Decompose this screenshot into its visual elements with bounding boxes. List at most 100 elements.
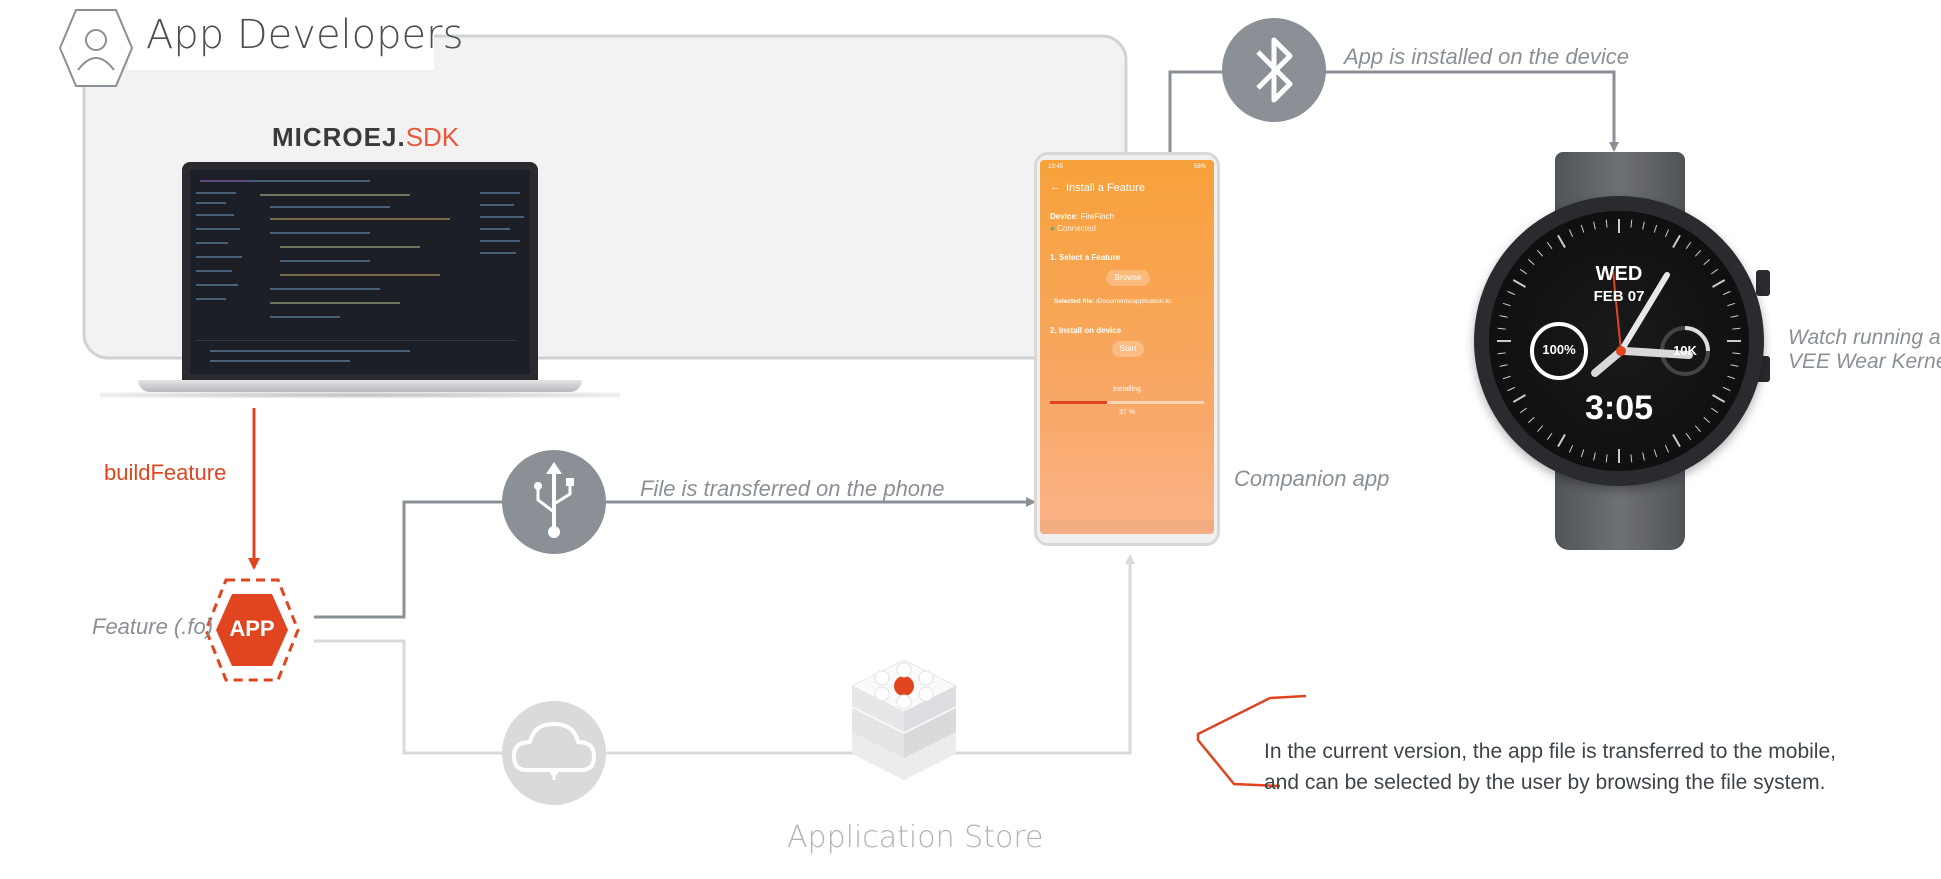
watch-tick xyxy=(1528,416,1535,424)
watch-tick xyxy=(1568,444,1574,453)
watch-tick xyxy=(1642,221,1645,230)
selected-file-path: /Documents/application.fo xyxy=(1095,298,1171,305)
watch-tick xyxy=(1630,454,1633,463)
watch-tick xyxy=(1694,250,1702,257)
connected-dot-icon: ● xyxy=(1050,224,1055,233)
step1-heading: 1. Select a Feature xyxy=(1050,253,1121,262)
watch-label-line1: Watch running a xyxy=(1788,326,1941,349)
device-name: FireFinch xyxy=(1080,212,1115,221)
watch-face: WED FEB 07 100% 10K 3:05 xyxy=(1489,211,1749,471)
file-transfer-label: File is transferred on the phone xyxy=(640,476,945,501)
laptop-shadow xyxy=(100,392,620,398)
app-installed-label: App is installed on the device xyxy=(1344,44,1629,69)
companion-app-label: Companion app xyxy=(1234,466,1390,491)
watch-tick xyxy=(1703,258,1710,266)
watch-tick xyxy=(1497,327,1506,330)
cloud-icon xyxy=(502,701,606,805)
watch-tick xyxy=(1730,364,1739,367)
watch-tick xyxy=(1520,407,1528,414)
bluetooth-connector xyxy=(1168,70,1619,152)
watch-tick xyxy=(1520,268,1528,275)
watch-day: WED xyxy=(1595,263,1643,285)
usb-icon xyxy=(502,450,606,554)
watch-time: 3:05 xyxy=(1584,389,1654,427)
watch-ticks xyxy=(1497,219,1741,463)
phone-screen: 10:45 58% ← Install a Feature Device: Fi… xyxy=(1040,160,1214,534)
watch-tick xyxy=(1502,302,1511,307)
watch-tick xyxy=(1685,432,1692,440)
watch-tick xyxy=(1546,242,1553,250)
watch-tick xyxy=(1712,394,1726,403)
watch-battery: 100% xyxy=(1542,342,1576,357)
progress-percent: 37 % xyxy=(1119,409,1135,416)
sdk-logo: MICROEJ.SDK xyxy=(272,122,459,153)
watch-label-line2: VEE Wear Kernel xyxy=(1788,350,1941,373)
watch-tick xyxy=(1722,386,1731,392)
watch-tick xyxy=(1605,219,1608,228)
application-store-label: Application Store xyxy=(787,820,1044,855)
bluetooth-icon xyxy=(1222,18,1326,122)
device-label: Device: xyxy=(1050,212,1079,221)
watch-tick xyxy=(1528,258,1535,266)
page-title: App Developers xyxy=(146,12,464,58)
sdk-logo-product: SDK xyxy=(405,122,460,152)
watch-tick xyxy=(1580,224,1585,233)
start-button[interactable]: Start xyxy=(1112,341,1144,357)
watch-tick xyxy=(1568,229,1574,238)
watch-tick xyxy=(1557,234,1566,248)
progress-track xyxy=(1050,401,1204,404)
app-store-icon xyxy=(850,659,958,780)
watch-tick xyxy=(1732,327,1741,330)
app-feature-icon xyxy=(204,578,300,682)
watch-tick xyxy=(1499,315,1508,318)
laptop-base xyxy=(138,380,582,392)
watch-tick xyxy=(1664,444,1670,453)
sdk-logo-brand: MICROEJ. xyxy=(272,122,406,152)
watch-tick xyxy=(1732,352,1741,355)
watch-tick xyxy=(1712,279,1726,288)
watch-tick xyxy=(1580,449,1585,458)
installing-label: Installing xyxy=(1113,386,1141,393)
watch-tick xyxy=(1710,268,1718,275)
watch-tick xyxy=(1685,242,1692,250)
watch-steps: 10K xyxy=(1673,343,1697,358)
phone-nav-bar xyxy=(1040,520,1214,534)
watch-tick xyxy=(1672,434,1681,448)
watch-tick xyxy=(1703,416,1710,424)
store-to-phone-connector xyxy=(948,554,1135,755)
step2-heading: 2. Install on device xyxy=(1050,326,1122,335)
watch-date: FEB 07 xyxy=(1593,288,1645,305)
watch-dial xyxy=(1497,219,1741,463)
note-hexagon xyxy=(1196,694,1307,788)
watch-tick xyxy=(1507,386,1516,392)
watch-tick xyxy=(1694,425,1702,432)
connection-status-text: Connected xyxy=(1057,224,1096,233)
phone-title: Install a Feature xyxy=(1066,182,1145,194)
watch-tick xyxy=(1642,452,1645,461)
watch-tick xyxy=(1710,407,1718,414)
feature-file-label: Feature (.fo) xyxy=(92,614,214,639)
note-text: In the current version, the app file is … xyxy=(1264,740,1836,794)
selected-file-row: Selected file: /Documents/application.fo xyxy=(1054,298,1171,305)
watch-tick xyxy=(1722,290,1731,296)
selected-file-label: Selected file: xyxy=(1054,298,1095,305)
watch-tick xyxy=(1727,302,1736,307)
watch-tick xyxy=(1653,224,1658,233)
watch-tick xyxy=(1605,454,1608,463)
back-arrow-icon[interactable]: ← xyxy=(1050,181,1061,193)
app-badge-label: APP xyxy=(229,616,275,641)
connection-status: ● Connected xyxy=(1050,224,1096,233)
watch-tick xyxy=(1512,279,1526,288)
browse-button[interactable]: Browse xyxy=(1106,270,1150,286)
watch-tick xyxy=(1727,375,1736,380)
watch-tick xyxy=(1512,394,1526,403)
device-row: Device: FireFinch xyxy=(1050,212,1114,221)
watch-tick xyxy=(1557,434,1566,448)
watch-crown-top xyxy=(1756,270,1770,296)
build-feature-label: buildFeature xyxy=(104,460,227,485)
store-connector xyxy=(314,639,866,755)
phone-status-battery: 58% xyxy=(1193,164,1206,170)
watch-tick xyxy=(1593,221,1596,230)
watch-tick xyxy=(1730,315,1739,318)
